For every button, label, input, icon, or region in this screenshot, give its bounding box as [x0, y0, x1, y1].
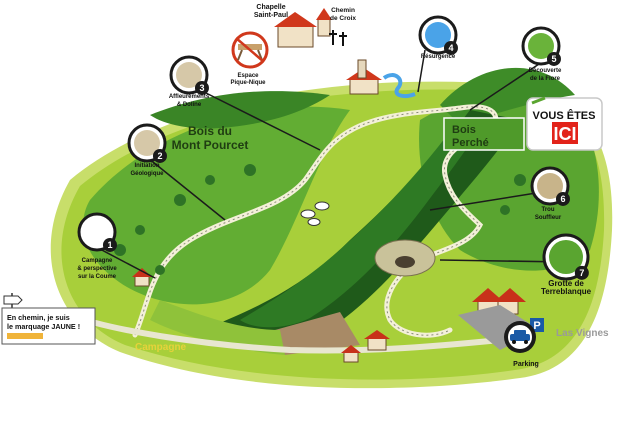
- chapelle-label: Chapelle: [256, 4, 285, 11]
- las-vignes-label: Las Vignes: [556, 328, 609, 339]
- forest-band-mid: [240, 125, 480, 328]
- legend-line2: le marquage JAUNE !: [7, 322, 80, 331]
- marker-label: & Doline: [177, 102, 202, 108]
- marker-number-badge: [152, 148, 167, 163]
- field-brown: [275, 312, 360, 355]
- chemin-label-2: de Croix: [330, 15, 356, 22]
- field-lime: [150, 300, 285, 355]
- hill-right-top: [440, 67, 575, 125]
- marker-label: Découverte: [529, 68, 562, 74]
- marker-number-badge: [102, 237, 117, 252]
- parking-label: Parking: [513, 361, 539, 368]
- marker-number-badge: [443, 40, 458, 55]
- marker-label: Souffleur: [535, 215, 562, 221]
- bois-mont-label: Bois du: [188, 124, 232, 138]
- spring-icon: [425, 22, 451, 48]
- cow-icon: [84, 219, 110, 245]
- marker-number: 5: [551, 54, 556, 64]
- marker-connectors: [97, 49, 569, 279]
- marker-label: Trou: [542, 207, 555, 213]
- marker-label: Terreblanque: [541, 287, 592, 296]
- marker-number-badge: [574, 265, 589, 280]
- marker-number: 3: [199, 83, 204, 93]
- marker-label: sur la Coume: [78, 274, 117, 280]
- chapel-small-icon: [346, 59, 382, 95]
- legend-line1: En chemin, je suis: [7, 313, 70, 322]
- marker-number: 2: [157, 151, 162, 161]
- outcrop-icon: [176, 62, 202, 88]
- chemin-label: Chemin: [331, 7, 355, 14]
- picnic-label-2: Pique-Nique: [230, 80, 266, 86]
- marker-number-badge: [546, 51, 561, 66]
- marker-label: & perspective: [77, 266, 117, 272]
- chapelle-label-2: Saint-Paul: [254, 12, 288, 19]
- picnic-icon: [231, 31, 269, 69]
- marker-number: 4: [448, 43, 453, 53]
- trail-path-edge: [134, 106, 497, 336]
- bois-perche-label-2: Perché: [452, 137, 489, 149]
- leaf-icon: [528, 33, 554, 59]
- legend-box: [1, 307, 96, 345]
- here-badge: VOUS ÊTES ICI: [526, 96, 603, 151]
- marker-label: Campagne: [82, 258, 113, 264]
- marker-number: 6: [560, 194, 565, 204]
- svg-text:P: P: [533, 320, 540, 332]
- bois-mont-label-2: Mont Pourcet: [172, 138, 249, 152]
- svg-text:ICI: ICI: [553, 124, 576, 144]
- campagne-label: Campagne: [135, 342, 187, 353]
- svg-text:VOUS ÊTES: VOUS ÊTES: [533, 109, 596, 122]
- legend-signpost-icon: [3, 293, 23, 308]
- hole-icon: [537, 173, 563, 199]
- marker-label: Initiation: [135, 163, 160, 169]
- bois-perche-label: Bois: [452, 124, 476, 136]
- marker-number: 1: [107, 240, 112, 250]
- legend-yellow-swatch: [7, 333, 43, 339]
- marker-number-badge: [555, 191, 570, 206]
- cave-mouth: [395, 256, 415, 268]
- marker-label: de la Flore: [530, 76, 561, 82]
- marker-number-badge: [194, 80, 209, 95]
- cow-icons: [300, 201, 330, 226]
- marker-number: 7: [579, 268, 584, 278]
- marker-label: Affleurements: [169, 94, 210, 100]
- picnic-label: Espace: [237, 73, 259, 79]
- bois-perche-box: [443, 117, 525, 151]
- marker-label: Géologique: [131, 171, 165, 177]
- rock-icon: [134, 130, 160, 156]
- road-bottom: [67, 312, 503, 354]
- frog-icon: [549, 240, 583, 274]
- waterfall-icon: [382, 73, 416, 98]
- marker-label: Grotte de: [548, 279, 584, 288]
- marker-label: Résurgence: [421, 54, 456, 60]
- car-icon: [510, 330, 530, 344]
- chapel-icon: [274, 8, 347, 48]
